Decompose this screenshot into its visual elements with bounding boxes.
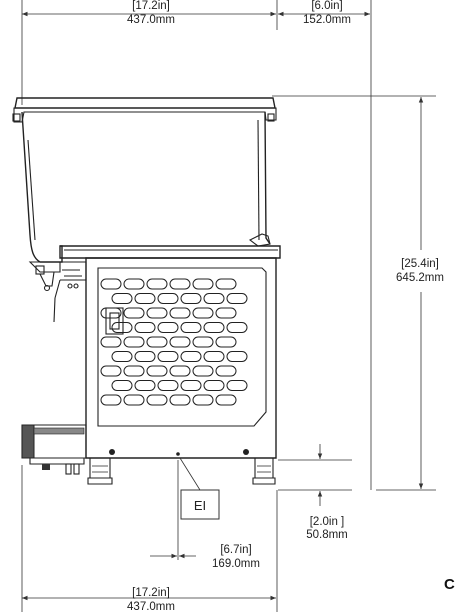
vent-slot: [100, 336, 122, 348]
leg-height-dimension: [2.0in ] 50.8mm: [278, 444, 352, 541]
vent-slot: [100, 307, 122, 319]
vent-slot: [180, 351, 202, 362]
vent-slot: [203, 322, 225, 333]
vent-slot: [192, 365, 214, 377]
vent-slot: [157, 380, 179, 391]
vent-slot: [192, 307, 214, 319]
top-width-dimension: [17.2in] 437.0mm: [21, 0, 278, 105]
vent-slot: [169, 365, 191, 377]
vent-slot: [192, 394, 214, 406]
vent-slot: [123, 307, 145, 319]
top-width-mm: 437.0mm: [127, 14, 175, 26]
vent-slot: [123, 278, 145, 290]
offset-dimension: [6.7in] 169.0mm: [150, 460, 260, 570]
vent-slot: [226, 322, 248, 333]
feet: [87, 458, 276, 485]
bottom-width-mm: 437.0mm: [127, 601, 175, 613]
top-width-inches: [17.2in]: [132, 0, 170, 12]
vent-slot: [146, 278, 168, 290]
vent-slot: [100, 278, 122, 290]
top-depth-dimension: [6.0in] 152.0mm: [278, 0, 372, 490]
vent-slot: [134, 322, 156, 333]
vent-slot: [123, 336, 145, 348]
vent-slot: [192, 278, 214, 290]
bottom-width-inches: [17.2in]: [132, 587, 170, 599]
vent-slot: [215, 336, 237, 348]
height-mm: 645.2mm: [396, 272, 444, 284]
vent-slot: [180, 380, 202, 391]
vent-slot: [203, 351, 225, 362]
offset-inches: [6.7in]: [220, 544, 251, 556]
lid-latch: [12, 113, 21, 122]
height-dimension: [25.4in] 645.2mm: [272, 95, 444, 491]
vent-slot: [111, 380, 133, 391]
vent-slot: [157, 351, 179, 362]
vent-slot: [134, 293, 156, 304]
vent-slot: [169, 336, 191, 348]
vent-slot: [100, 394, 122, 406]
vent-slot: [215, 365, 237, 377]
vent-slot: [100, 365, 122, 377]
vent-slot: [169, 394, 191, 406]
vent-slot: [111, 351, 133, 362]
top-depth-mm: 152.0mm: [303, 14, 351, 26]
vent-slot: [146, 336, 168, 348]
corner-letter: C: [444, 576, 455, 593]
vent-slot: [203, 380, 225, 391]
vent-slot: [146, 365, 168, 377]
vent-slot: [111, 293, 133, 304]
height-inches: [25.4in]: [401, 258, 439, 270]
vent-slot: [226, 293, 248, 304]
vent-slot: [215, 307, 237, 319]
vent-slot: [134, 351, 156, 362]
vent-slot: [157, 322, 179, 333]
vent-slot: [215, 278, 237, 290]
vent-slot: [123, 394, 145, 406]
vent-slot: [169, 307, 191, 319]
top-depth-inches: [6.0in]: [311, 0, 342, 12]
vent-slot: [203, 293, 225, 304]
vent-grille: [100, 278, 248, 406]
vent-slot: [169, 278, 191, 290]
vent-slot: [226, 380, 248, 391]
callout-label: EI: [194, 498, 206, 513]
vent-slot: [180, 322, 202, 333]
vent-slot: [111, 322, 133, 333]
machine-side-view: [12, 97, 281, 485]
vent-slot: [192, 336, 214, 348]
vent-slot: [146, 307, 168, 319]
vent-slot: [226, 351, 248, 362]
vent-slot: [134, 380, 156, 391]
offset-mm: 169.0mm: [212, 558, 260, 570]
bottom-width-dimension: [17.2in] 437.0mm: [21, 465, 278, 613]
vent-slot: [180, 293, 202, 304]
vent-slot: [146, 394, 168, 406]
vent-slot: [157, 293, 179, 304]
drip-tray: [21, 424, 87, 475]
leg-mm: 50.8mm: [306, 529, 348, 541]
vent-slot: [215, 394, 237, 406]
leg-inches: [2.0in ]: [310, 516, 345, 528]
vent-slot: [123, 365, 145, 377]
callout: EI: [179, 457, 220, 520]
